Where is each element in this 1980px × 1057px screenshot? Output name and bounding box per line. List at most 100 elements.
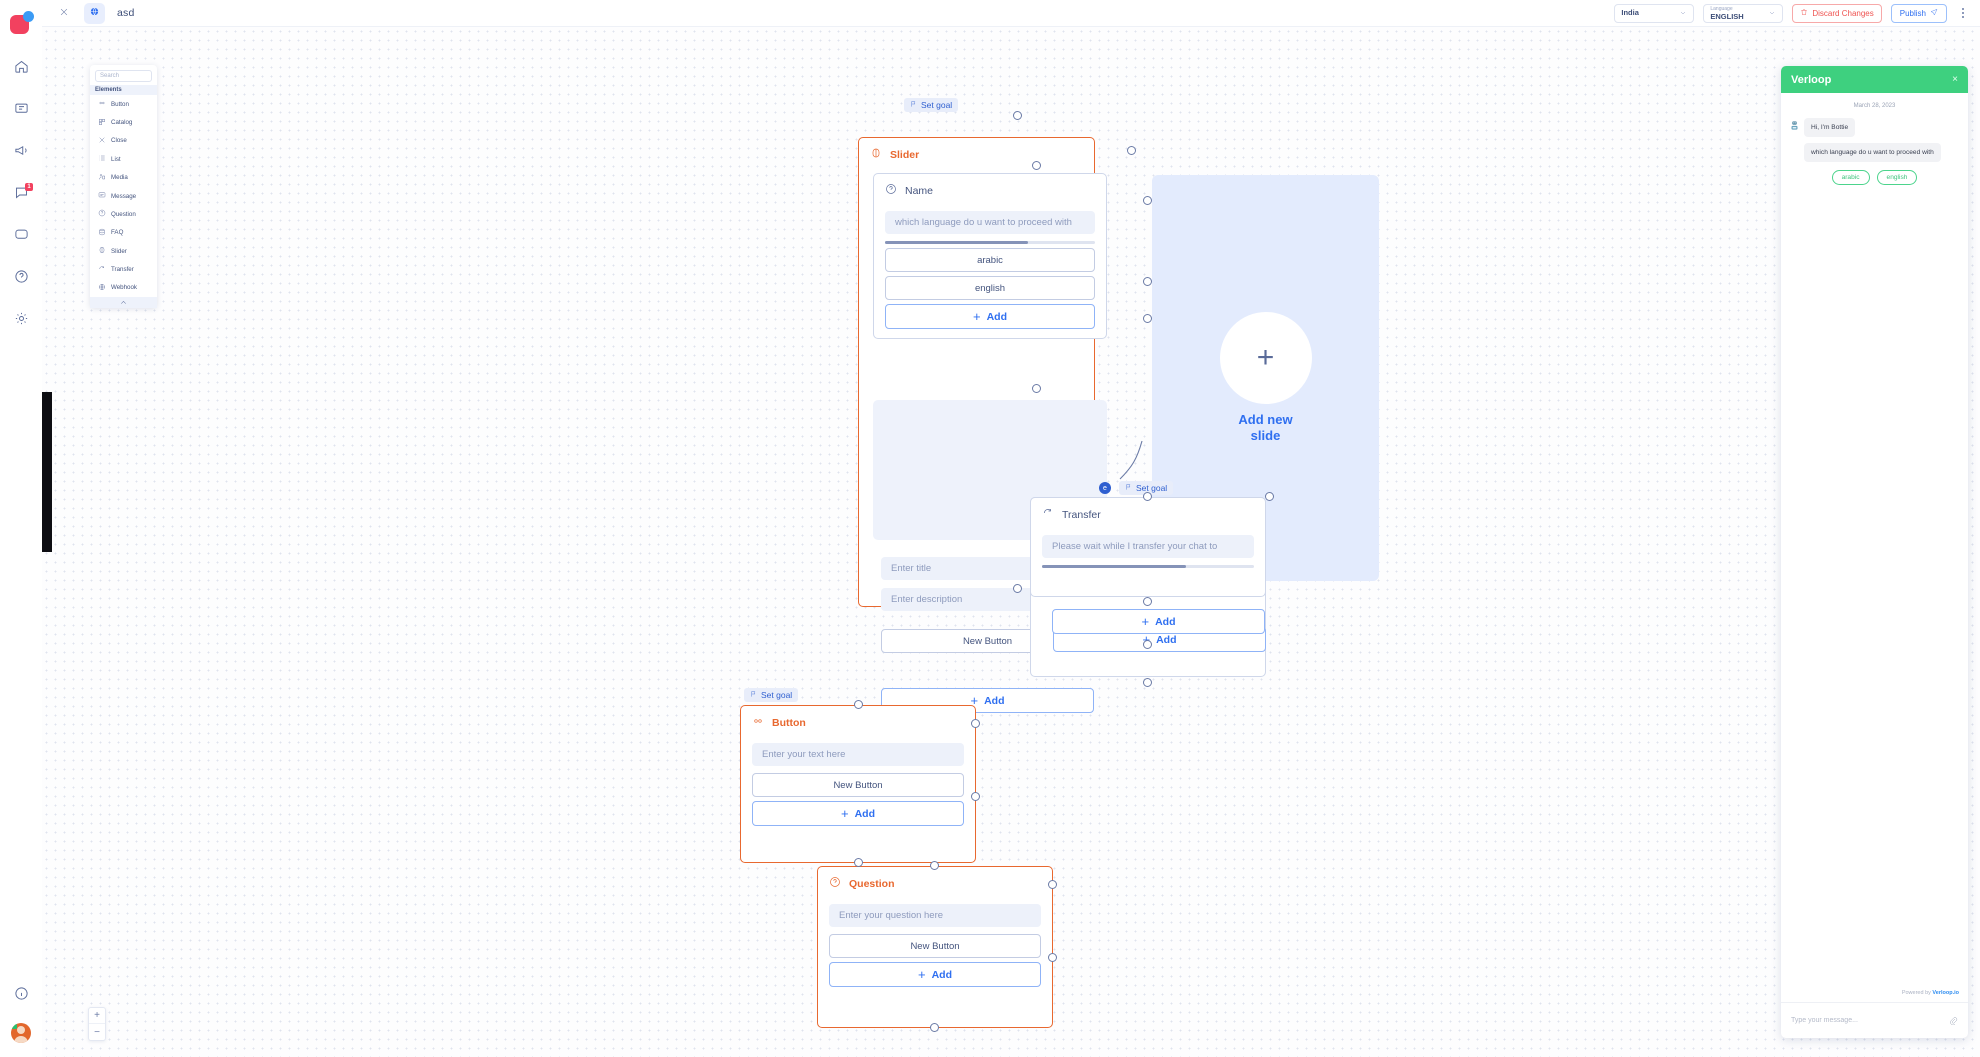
port-transfer-mid[interactable]: [1143, 597, 1152, 606]
rail-item-help[interactable]: [8, 266, 34, 292]
app-logo[interactable]: [10, 11, 34, 34]
rail-item-conversations[interactable]: 1: [8, 182, 34, 208]
element-item-list[interactable]: List: [90, 150, 157, 168]
more-options-button[interactable]: [1956, 4, 1970, 23]
port-transfer-lower[interactable]: [1143, 640, 1152, 649]
rail-item-chat[interactable]: [8, 224, 34, 250]
powered-prefix: Powered by: [1901, 990, 1933, 996]
inner-question-add-button[interactable]: + Add: [885, 304, 1095, 329]
port-inner-right-2[interactable]: [1143, 277, 1152, 286]
node-button-header: Button: [741, 706, 975, 736]
avatar[interactable]: [11, 1023, 31, 1043]
powered-by-label: Powered by Verloop.io: [1902, 990, 1959, 996]
rail-item-board[interactable]: [8, 98, 34, 124]
transfer-scrollbar[interactable]: [1042, 565, 1254, 568]
language-select[interactable]: Language ENGLISH: [1703, 3, 1784, 23]
element-item-message[interactable]: Message: [90, 187, 157, 205]
zoom-out-button[interactable]: −: [94, 1026, 100, 1038]
element-label: Media: [111, 174, 128, 182]
option-english[interactable]: english: [885, 276, 1095, 300]
port-slider-right-3[interactable]: [1013, 584, 1022, 593]
rail-icon-list: 1: [8, 56, 34, 334]
port-slider-top[interactable]: [1013, 111, 1022, 120]
element-item-button[interactable]: Button: [90, 95, 157, 113]
element-item-transfer[interactable]: Transfer: [90, 260, 157, 278]
port-slider-right-2[interactable]: [1143, 492, 1152, 501]
element-label: Webhook: [111, 284, 138, 292]
question-new-button[interactable]: New Button: [829, 934, 1041, 958]
elements-collapse-button[interactable]: [90, 297, 157, 309]
question-add-button[interactable]: + Add: [829, 962, 1041, 987]
inner-question-prompt[interactable]: which language do u want to proceed with: [885, 211, 1095, 234]
button-text-input[interactable]: Enter your text here: [752, 743, 964, 766]
port-button-bottom[interactable]: [854, 858, 863, 867]
quick-reply-arabic[interactable]: arabic: [1831, 170, 1870, 185]
transfer-message-input[interactable]: Please wait while I transfer your chat t…: [1042, 535, 1254, 558]
rail-item-info[interactable]: [8, 983, 34, 1009]
chat-message-row: which language do u want to proceed with: [1790, 143, 1959, 162]
zoom-in-button[interactable]: +: [89, 1008, 105, 1024]
rail-item-campaigns[interactable]: [8, 140, 34, 166]
element-label: Button: [111, 100, 129, 108]
paperclip-icon[interactable]: [1949, 1012, 1958, 1030]
chat-date-divider: March 28, 2023: [1853, 103, 1896, 109]
publish-button[interactable]: Publish: [1890, 3, 1947, 23]
port-inner-top[interactable]: [1032, 161, 1041, 170]
flow-canvas[interactable]: Set goal Slider Name which language do u…: [42, 27, 1980, 1057]
node-slider-header: Slider: [859, 138, 1094, 168]
discard-changes-button[interactable]: Discard Changes: [1792, 3, 1882, 23]
flow-type-button[interactable]: [84, 2, 105, 24]
element-item-close[interactable]: Close: [90, 132, 157, 150]
question-text-input[interactable]: Enter your question here: [829, 904, 1041, 927]
port-inner-right-3[interactable]: [1143, 314, 1152, 323]
port-transfer-bottom[interactable]: [1143, 678, 1152, 687]
port-question-right-2[interactable]: [1048, 953, 1057, 962]
close-flow-button[interactable]: [56, 5, 72, 21]
port-question-bottom[interactable]: [930, 1023, 939, 1032]
port-question-top[interactable]: [930, 861, 939, 870]
port-button-top[interactable]: [854, 700, 863, 709]
node-question[interactable]: Question Enter your question here New Bu…: [817, 866, 1053, 1028]
button-new-button[interactable]: New Button: [752, 773, 964, 797]
elements-search-input[interactable]: Search: [95, 70, 152, 82]
node-transfer[interactable]: Transfer Please wait while I transfer yo…: [1030, 497, 1266, 597]
flag-icon: [750, 690, 757, 700]
goal-flag-transfer-right[interactable]: Set goal: [1119, 481, 1174, 495]
option-arabic[interactable]: arabic: [885, 248, 1095, 272]
port-inner-right-1[interactable]: [1143, 196, 1152, 205]
port-slider-right-1[interactable]: [1127, 146, 1136, 155]
inner-question-scrollbar[interactable]: [885, 241, 1095, 244]
add-slide-button[interactable]: +: [1219, 312, 1312, 404]
quick-reply-english[interactable]: english: [1876, 170, 1918, 185]
port-button-right-2[interactable]: [971, 792, 980, 801]
port-transfer-right[interactable]: [1265, 492, 1274, 501]
language-value: ENGLISH: [1710, 11, 1744, 21]
port-question-right-1[interactable]: [1048, 880, 1057, 889]
scrollbar-thumb[interactable]: [1042, 565, 1187, 568]
inner-add-label: Add: [986, 310, 1007, 323]
goal-flag-slider[interactable]: Set goal: [904, 98, 959, 112]
port-button-right-1[interactable]: [971, 719, 980, 728]
element-item-catalog[interactable]: Catalog: [90, 113, 157, 131]
element-item-slider[interactable]: Slider: [90, 242, 157, 260]
node-button[interactable]: Button Enter your text here New Button +…: [740, 705, 976, 863]
transfer-add-button[interactable]: + Add: [1052, 609, 1265, 634]
element-item-faq[interactable]: FAQ: [90, 224, 157, 242]
rail-item-settings[interactable]: [8, 308, 34, 334]
node-slider-inner-question[interactable]: Name which language do u want to proceed…: [873, 173, 1107, 339]
scrollbar-thumb[interactable]: [885, 241, 1028, 244]
region-select[interactable]: India: [1614, 3, 1695, 23]
language-select-text: Language ENGLISH: [1710, 6, 1743, 21]
goal-flag-button[interactable]: Set goal: [744, 688, 799, 702]
rail-item-home[interactable]: [8, 56, 34, 82]
element-item-media[interactable]: Media: [90, 169, 157, 187]
goal-flag-label: Set goal: [1136, 483, 1168, 493]
element-item-question[interactable]: Question: [90, 205, 157, 223]
chat-message-input[interactable]: Type your message...: [1791, 1017, 1858, 1024]
element-item-webhook[interactable]: Webhook: [90, 279, 157, 297]
chat-close-icon[interactable]: ×: [1952, 74, 1958, 85]
goal-count-badge[interactable]: e: [1099, 482, 1111, 494]
message-icon: [98, 191, 106, 201]
port-inner-bottom[interactable]: [1032, 384, 1041, 393]
button-add-button[interactable]: + Add: [752, 801, 964, 826]
